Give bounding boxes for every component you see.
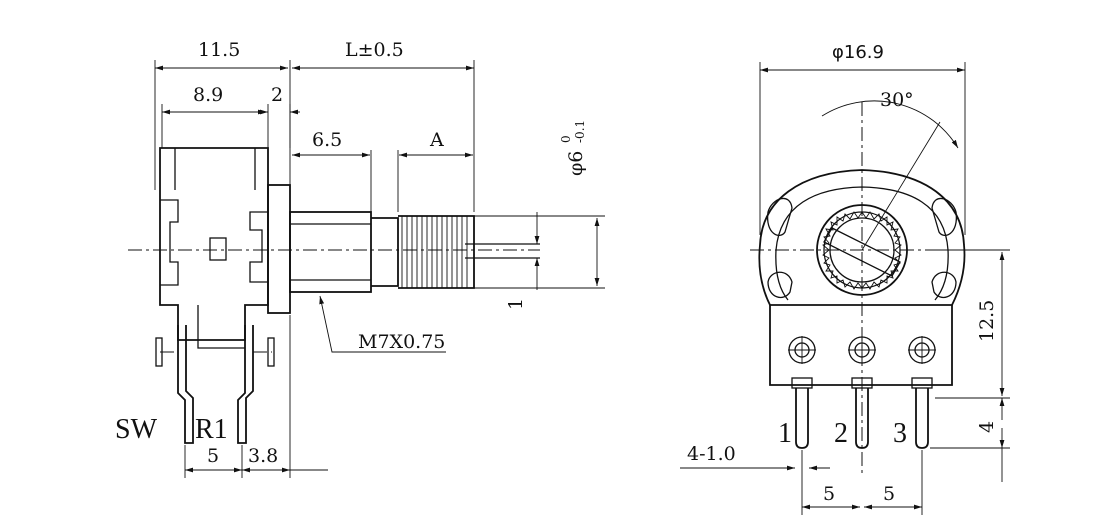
dim-shaft-length: L±0.5 bbox=[345, 39, 404, 61]
front-view: φ16.9 30° bbox=[680, 42, 1010, 515]
pin-1-label: 1 bbox=[778, 418, 792, 449]
label-r1: R1 bbox=[195, 414, 228, 445]
terminal-eyelets bbox=[788, 336, 936, 364]
dim-shaft-tol-upper: 0 bbox=[559, 135, 573, 143]
terminal-block bbox=[769, 305, 953, 386]
bushing bbox=[289, 211, 372, 293]
housing-outline bbox=[159, 147, 269, 341]
pins bbox=[791, 377, 933, 449]
dim-pitch-b: 5 bbox=[883, 483, 895, 505]
pin-2-label: 2 bbox=[834, 418, 848, 449]
dim-flange: 2 bbox=[271, 84, 283, 106]
dim-knurl: A bbox=[429, 129, 444, 151]
terminal-r1 bbox=[237, 325, 254, 444]
dim-flat: 1 bbox=[505, 298, 527, 310]
terminal-sw bbox=[177, 325, 194, 444]
dim-body-dia: φ16.9 bbox=[832, 42, 884, 63]
dim-pin-pitch: 5 bbox=[207, 445, 219, 467]
dim-shaft-dia: φ6 bbox=[565, 151, 587, 176]
dim-pin-spec: 4-1.0 bbox=[687, 443, 736, 465]
side-view: 11.5 L±0.5 8.9 2 6.5 A bbox=[115, 39, 605, 478]
label-sw: SW bbox=[115, 414, 158, 445]
knurl bbox=[398, 215, 475, 289]
dim-angle: 30° bbox=[880, 89, 914, 111]
thread-label: M7X0.75 bbox=[358, 331, 445, 353]
dim-bushing: 6.5 bbox=[312, 129, 342, 151]
shaft bbox=[371, 217, 399, 287]
dim-pitch-a: 5 bbox=[823, 483, 835, 505]
dim-pin-length: 4 bbox=[976, 421, 998, 433]
dim-inner-width: 8.9 bbox=[193, 84, 223, 106]
dim-pin-offset: 3.8 bbox=[248, 445, 278, 467]
dim-shaft-tol-lower: -0.1 bbox=[573, 120, 587, 143]
pin-3-label: 3 bbox=[893, 418, 907, 449]
dim-body-width: 11.5 bbox=[198, 39, 240, 61]
dim-height: 12.5 bbox=[976, 300, 998, 342]
